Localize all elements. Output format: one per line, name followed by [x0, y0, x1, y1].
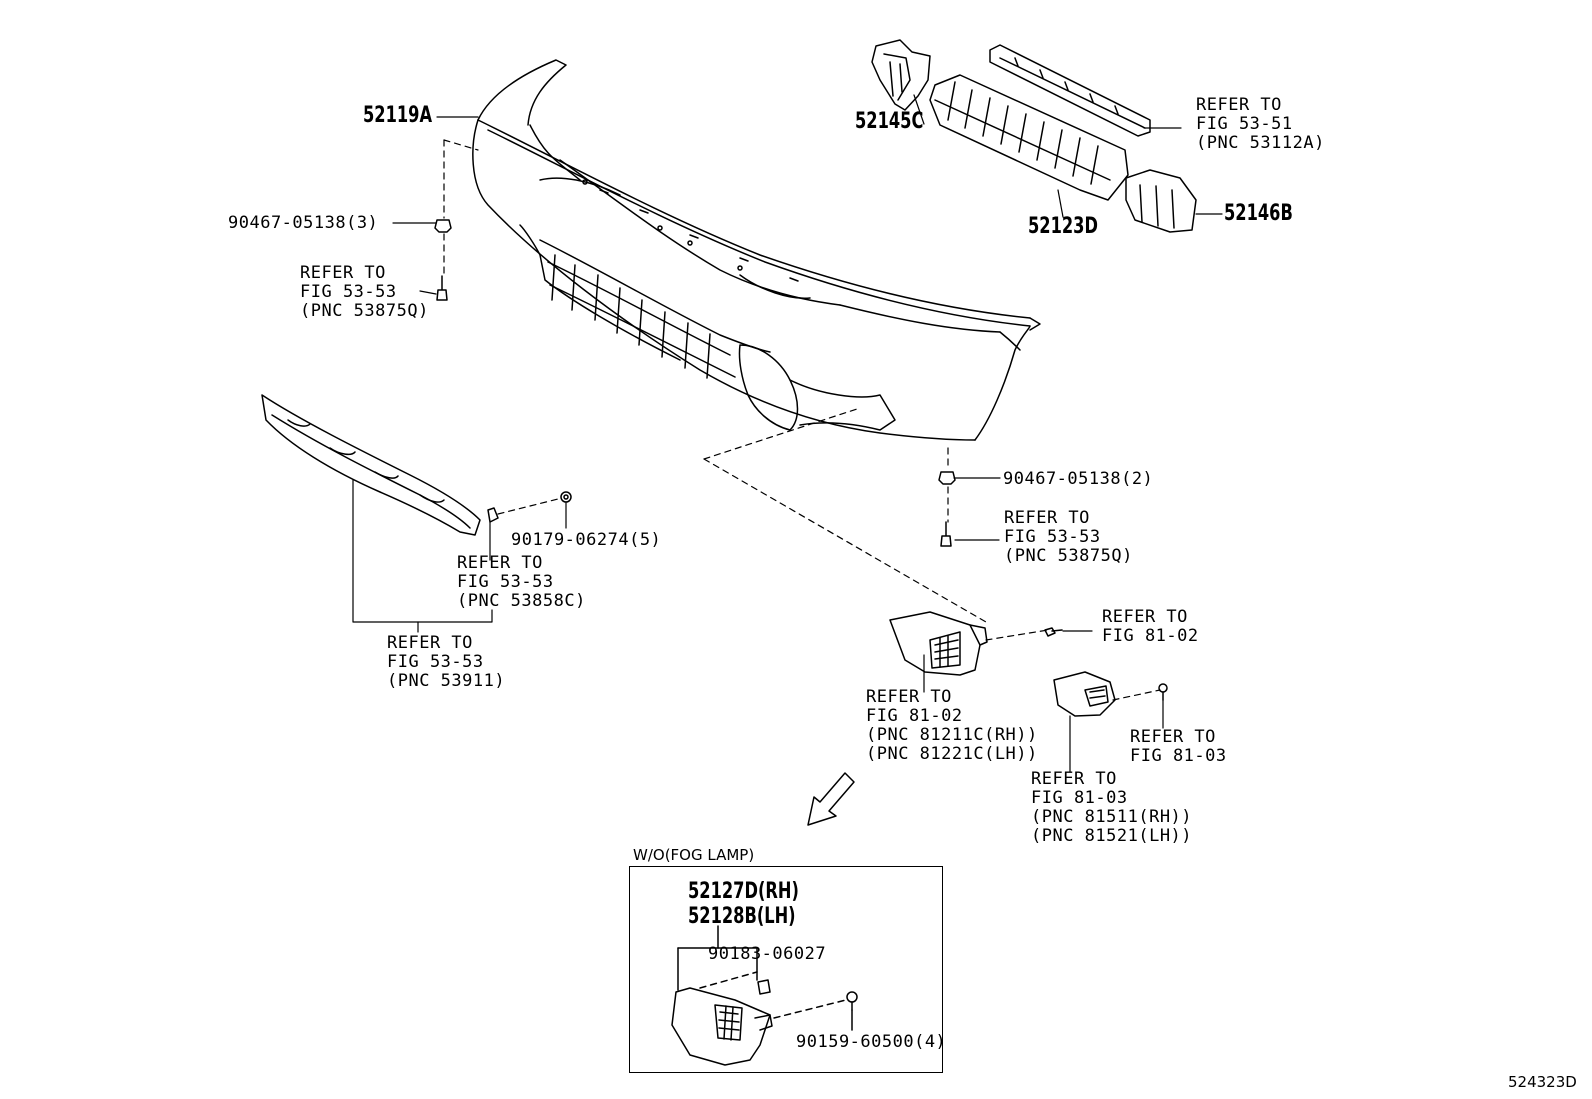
part-number-nut-lower: 90179-06274(5): [511, 530, 662, 550]
leader-lines: [352, 94, 1223, 773]
part-number-clip-top: 90467-05138(3): [228, 213, 379, 233]
part-number-52128B: 52128B(LH): [688, 904, 796, 929]
fasteners: [434, 219, 956, 547]
part-number-52145C: 52145C: [855, 109, 924, 134]
lamp-drawings: [889, 611, 1168, 717]
part-number-clip-inset: 90183-06027: [708, 944, 827, 964]
lower-spoiler-drawing: [261, 394, 481, 536]
part-number-52119A: 52119A: [363, 103, 433, 128]
inset-cover-drawing: [671, 925, 858, 1066]
part-number-52127D: 52127D(RH): [688, 879, 799, 904]
diagram-id: 524323D: [1508, 1073, 1577, 1091]
inset-arrow: [807, 772, 855, 826]
part-number-52146B: 52146B: [1224, 201, 1293, 226]
part-number-clip-right: 90467-05138(2): [1003, 469, 1154, 489]
inset-title: W/O(FOG LAMP): [633, 846, 755, 864]
absorber-drawing: [871, 39, 1197, 233]
part-number-52123D: 52123D: [1028, 214, 1098, 239]
bumper-cover-drawing: [472, 59, 1041, 441]
inset-frame: [629, 866, 943, 1073]
part-number-screw-inset: 90159-60500(4): [796, 1032, 947, 1052]
